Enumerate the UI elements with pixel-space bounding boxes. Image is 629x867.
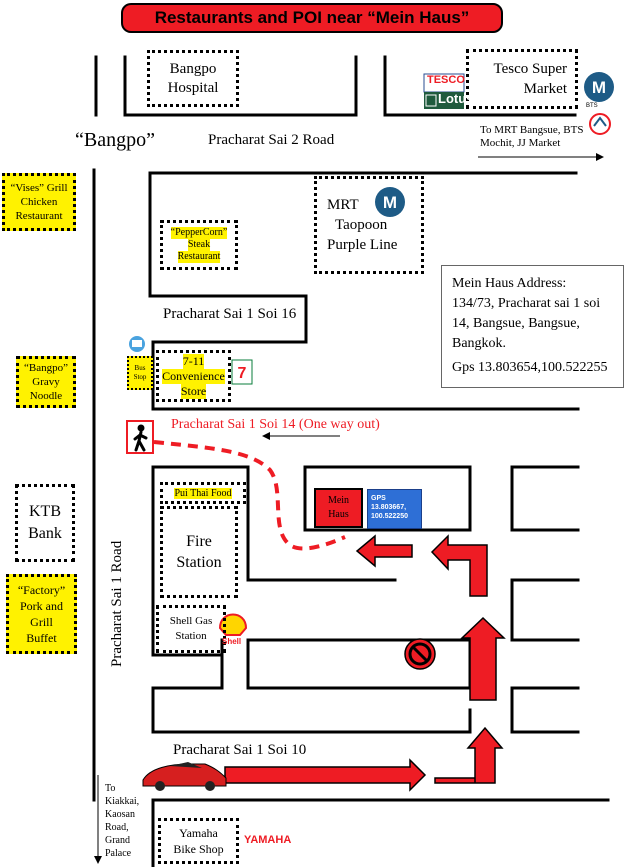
tesco-logo-text: TESCO	[427, 74, 465, 86]
poi-pui-thai: Pui Thai Food	[160, 482, 246, 504]
svg-text:7: 7	[238, 365, 247, 382]
mrt-icon: M	[584, 72, 614, 102]
bus-icon	[129, 336, 145, 352]
poi-yamaha-shop: Yamaha Bike Shop	[158, 818, 239, 864]
mein-haus-marker: Mein Haus	[314, 488, 363, 528]
seven-eleven-logo: 7	[231, 359, 253, 385]
lotus-logo-text: Lotus	[438, 91, 474, 106]
arrow-right-icon	[478, 153, 604, 161]
poi-vises-grill: “Vises” Grill Chicken Restaurant	[2, 173, 76, 231]
mrt-icon: M	[375, 187, 405, 217]
driving-route	[224, 534, 506, 792]
svg-text:M: M	[592, 78, 606, 97]
direction-to-south: To Kiakkai, Kaosan Road, Grand Palace	[105, 783, 140, 859]
road-label-soi-14: Pracharat Sai 1 Soi 14 (One way out)	[171, 417, 380, 432]
area-label: “Bangpo”	[75, 129, 155, 151]
car-icon	[142, 762, 227, 791]
gps-tag: GPS 13.803667, 100.522250	[367, 489, 422, 529]
poi-bangpo-noodle: “Bangpo” Gravy Noodle	[16, 356, 76, 408]
bts-label: BTS	[586, 103, 598, 109]
arrow-bent-shape	[430, 534, 488, 597]
one-way-arrow-icon	[262, 432, 340, 440]
road-label-soi-16: Pracharat Sai 1 Soi 16	[163, 306, 297, 322]
poi-mrt-taopoon: MRT Taopoon Purple Line	[314, 176, 424, 274]
shell-brand-text: Shell	[222, 637, 242, 646]
yamaha-brand-text: YAMAHA	[244, 834, 292, 846]
tesco-logo	[423, 73, 465, 109]
poi-ktb-bank: KTB Bank	[15, 484, 75, 562]
poi-fire-station: Fire Station	[160, 506, 238, 598]
walking-route	[153, 440, 346, 551]
poi-factory-buffet: “Factory” Pork and Grill Buffet	[6, 574, 77, 654]
poi-shell-station: Shell Gas Station	[156, 605, 226, 653]
poi-seven-eleven: 7-11 Convenience Store	[156, 350, 231, 402]
road-label-pracharat-sai-2: Pracharat Sai 2 Road	[208, 132, 335, 148]
page-title: Restaurants and POI near “Mein Haus”	[121, 3, 503, 33]
arrow-right-shape	[224, 758, 427, 792]
arrow-down-icon	[94, 775, 102, 864]
pedestrian-icon	[126, 420, 154, 454]
road-label-sai-1-road: Pracharat Sai 1 Road	[109, 540, 125, 667]
poi-bangpo-hospital: Bangpo Hospital	[147, 50, 239, 107]
arrow-up-shape	[434, 726, 504, 784]
poi-peppercorn: “PepperCorn” Steak Restaurant	[160, 220, 238, 270]
road-label-soi-10: Pracharat Sai 1 Soi 10	[173, 742, 307, 758]
bts-icon	[589, 113, 611, 135]
direction-to-mrt: To MRT Bangsue, BTS Mochit, JJ Market	[480, 124, 584, 149]
no-entry-icon	[404, 638, 436, 670]
poi-bus-stop: Bus Stop	[127, 356, 153, 390]
arrow-up-shape	[460, 616, 506, 701]
poi-tesco: Tesco Super Market	[466, 49, 578, 109]
arrow-left-shape	[355, 534, 413, 568]
address-box: Mein Haus Address: 134/73, Pracharat sai…	[441, 265, 624, 388]
svg-text:M: M	[383, 193, 397, 212]
shell-icon	[218, 613, 248, 636]
